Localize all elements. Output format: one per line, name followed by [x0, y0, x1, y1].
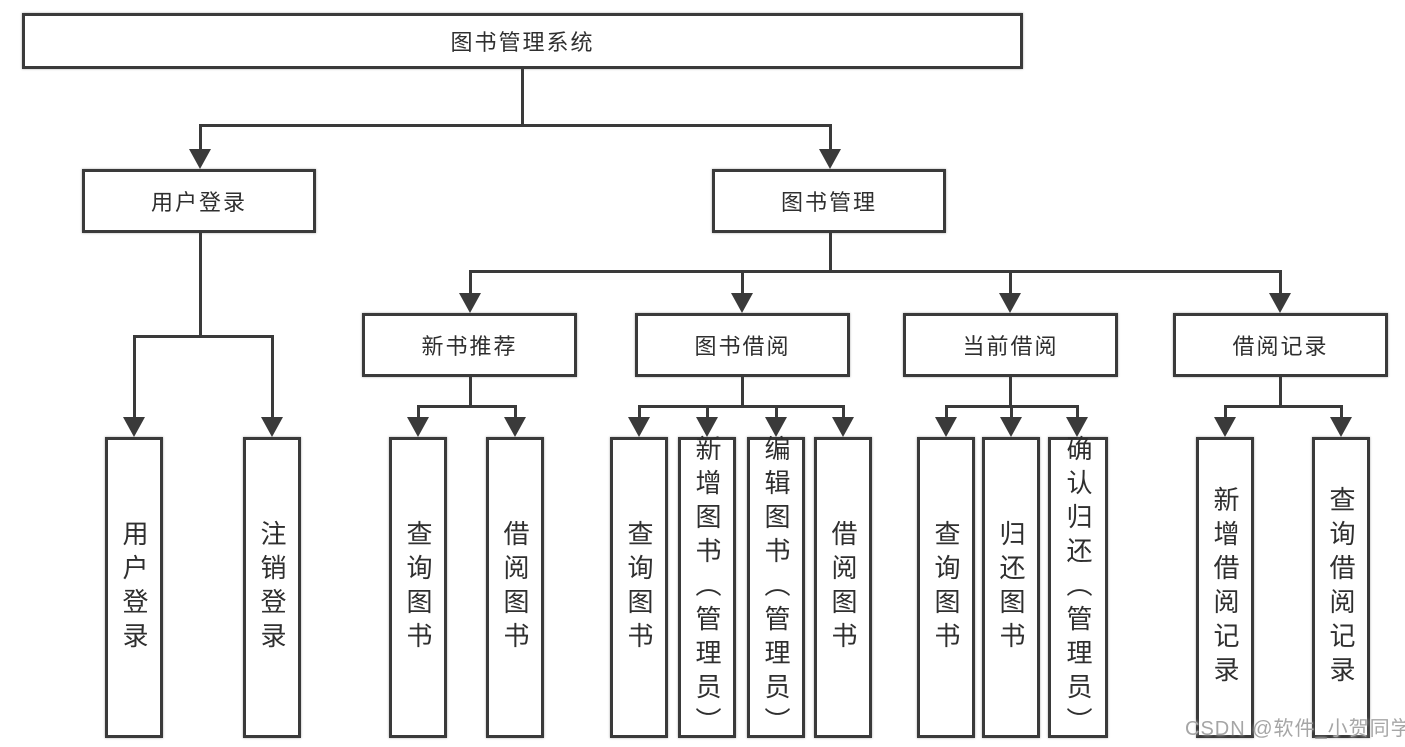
leaf-add-borrow-record: 新增借阅记录 — [1196, 437, 1254, 738]
arrow-down-icon — [504, 417, 526, 437]
arrow-down-icon — [935, 417, 957, 437]
arrow-down-icon — [189, 149, 211, 169]
node-new-book-recommend-label: 新书推荐 — [421, 334, 518, 359]
connector-leaf-stem — [945, 405, 948, 419]
connector-new-book-down — [469, 376, 472, 408]
connector-leaf-stem — [842, 405, 845, 419]
connector-leaf-stem — [514, 405, 517, 419]
leaf-query-books-1: 查询图书 — [389, 437, 447, 738]
arrow-down-icon — [731, 293, 753, 313]
leaf-confirm-return-admin: 确认归还（管理员） — [1048, 434, 1108, 741]
arrow-down-icon — [1269, 293, 1291, 313]
connector-book-borrow-bus — [638, 405, 845, 408]
connector-level3-stem — [1009, 270, 1012, 295]
connector-leaf-stem — [1340, 405, 1343, 419]
connector-user-login-stem — [199, 124, 202, 152]
node-library-system-label: 图书管理系统 — [450, 30, 595, 55]
leaf-return-book: 归还图书 — [982, 437, 1040, 738]
arrow-down-icon — [832, 417, 854, 437]
connector-borrow-record-bus — [1224, 405, 1343, 408]
node-user-login: 用户登录 — [82, 169, 316, 233]
connector-user-login-down — [199, 232, 202, 338]
connector-user-login-bus — [133, 335, 274, 338]
leaf-add-book-admin-label: 新增图书（管理员） — [692, 434, 722, 741]
arrow-down-icon — [123, 417, 145, 437]
node-user-login-label: 用户登录 — [150, 190, 247, 215]
arrow-down-icon — [407, 417, 429, 437]
connector-root-stem — [521, 68, 524, 127]
arrow-down-icon — [1000, 417, 1022, 437]
connector-root-bus — [199, 124, 832, 127]
node-borrowing-records-label: 借阅记录 — [1232, 334, 1329, 359]
leaf-return-book-label: 归还图书 — [996, 519, 1026, 656]
leaf-borrow-books-1: 借阅图书 — [486, 437, 544, 738]
leaf-edit-book-admin: 编辑图书（管理员） — [747, 434, 805, 741]
leaf-query-books-2: 查询图书 — [610, 437, 668, 738]
leaf-user-login: 用户登录 — [105, 437, 163, 738]
leaf-add-book-admin: 新增图书（管理员） — [678, 434, 736, 741]
connector-leaf-stem — [1076, 405, 1079, 419]
leaf-borrow-books-1-label: 借阅图书 — [500, 519, 530, 656]
connector-leaf-stem — [133, 335, 136, 419]
node-book-borrowing: 图书借阅 — [635, 313, 850, 377]
leaf-query-books-3-label: 查询图书 — [931, 519, 961, 656]
leaf-logout-label: 注销登录 — [257, 519, 287, 656]
node-borrowing-records: 借阅记录 — [1173, 313, 1388, 377]
arrow-down-icon — [696, 417, 718, 437]
leaf-user-login-label: 用户登录 — [119, 519, 149, 656]
node-new-book-recommend: 新书推荐 — [362, 313, 577, 377]
arrow-down-icon — [459, 293, 481, 313]
leaf-borrow-books-2: 借阅图书 — [814, 437, 872, 738]
leaf-query-books-1-label: 查询图书 — [403, 519, 433, 656]
leaf-query-books-2-label: 查询图书 — [624, 519, 654, 656]
arrow-down-icon — [628, 417, 650, 437]
leaf-borrow-books-2-label: 借阅图书 — [828, 519, 858, 656]
leaf-edit-book-admin-label: 编辑图书（管理员） — [761, 434, 791, 741]
arrow-down-icon — [999, 293, 1021, 313]
connector-book-borrow-down — [741, 376, 744, 408]
leaf-add-borrow-record-label: 新增借阅记录 — [1210, 485, 1240, 690]
node-library-system: 图书管理系统 — [22, 13, 1023, 69]
connector-leaf-stem — [1224, 405, 1227, 419]
connector-book-mgmt-down — [829, 232, 832, 273]
leaf-confirm-return-admin-label: 确认归还（管理员） — [1063, 434, 1093, 741]
arrow-down-icon — [1330, 417, 1352, 437]
arrow-down-icon — [1214, 417, 1236, 437]
connector-book-mgmt-bus — [469, 270, 1282, 273]
leaf-query-books-3: 查询图书 — [917, 437, 975, 738]
arrow-down-icon — [261, 417, 283, 437]
node-book-management: 图书管理 — [712, 169, 946, 233]
connector-book-mgmt-stem — [829, 124, 832, 152]
connector-borrow-record-down — [1279, 376, 1282, 408]
connector-leaf-stem — [1010, 405, 1013, 419]
leaf-logout: 注销登录 — [243, 437, 301, 738]
connector-level3-stem — [1279, 270, 1282, 295]
arrow-down-icon — [765, 417, 787, 437]
arrow-down-icon — [1066, 417, 1088, 437]
connector-leaf-stem — [417, 405, 420, 419]
csdn-watermark: CSDN @软件_小贺同学 — [1185, 718, 1405, 740]
node-current-borrowing-label: 当前借阅 — [962, 334, 1059, 359]
connector-current-borrow-down — [1009, 376, 1012, 408]
leaf-query-borrow-record-label: 查询借阅记录 — [1326, 485, 1356, 690]
arrow-down-icon — [819, 149, 841, 169]
connector-leaf-stem — [638, 405, 641, 419]
connector-level3-stem — [741, 270, 744, 295]
connector-new-book-bus — [417, 405, 517, 408]
node-book-management-label: 图书管理 — [780, 190, 877, 215]
node-book-borrowing-label: 图书借阅 — [694, 334, 791, 359]
connector-leaf-stem — [706, 405, 709, 419]
node-current-borrowing: 当前借阅 — [903, 313, 1118, 377]
leaf-query-borrow-record: 查询借阅记录 — [1312, 437, 1370, 738]
connector-leaf-stem — [271, 335, 274, 419]
connector-level3-stem — [469, 270, 472, 295]
connector-leaf-stem — [775, 405, 778, 419]
